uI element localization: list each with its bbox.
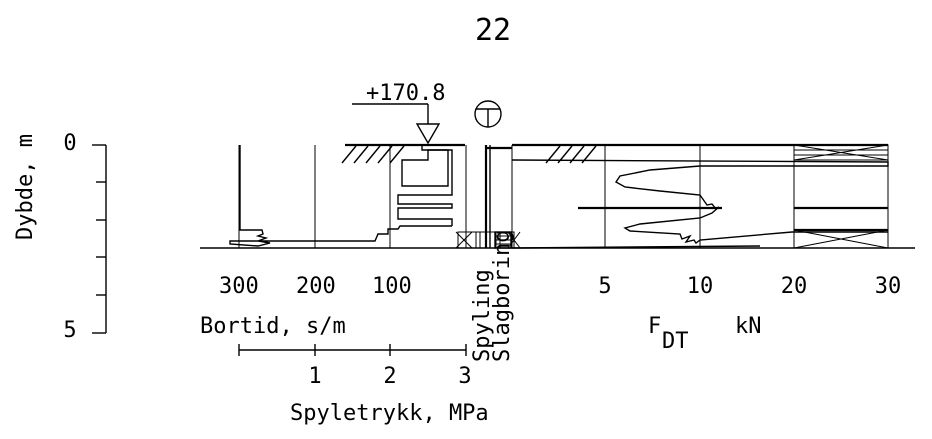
depth-tick-0: 0 [63, 131, 76, 156]
force-symbol: F [648, 314, 661, 339]
bortid-axis: 300 200 100 Bortid, s/m [200, 274, 412, 339]
bortid-tick-100: 100 [372, 274, 412, 299]
bortid-tick-300: 300 [219, 274, 259, 299]
force-tick-10: 10 [687, 274, 714, 299]
spyletrykk-tick-3: 3 [458, 364, 471, 389]
force-tick-30: 30 [875, 274, 902, 299]
sheet-number: 22 [475, 13, 511, 48]
slagboring-label: Slagboring [490, 230, 515, 362]
force-subscript: DT [662, 329, 689, 354]
spyletrykk-axis: 1 2 3 Spyletrykk, MPa [238, 344, 489, 426]
spyletrykk-tick-1: 1 [308, 364, 321, 389]
elevation-marker: +170.8 [352, 81, 445, 145]
spyletrykk-tick-2: 2 [383, 364, 396, 389]
force-baseline [511, 245, 761, 249]
depth-axis: Dybde, m 0 5 [13, 131, 107, 343]
borehole-symbol-icon [474, 100, 502, 128]
force-tick-20: 20 [781, 274, 808, 299]
force-axis: 5 10 20 30 F DT kN [598, 274, 901, 354]
spyletrykk-profile [397, 145, 453, 226]
bortid-curve [229, 145, 452, 247]
force-grid [604, 144, 889, 249]
spyletrykk-axis-label: Spyletrykk, MPa [290, 401, 489, 426]
force-tick-5: 5 [598, 274, 611, 299]
drilling-method-column: Spyling Slagboring [455, 145, 521, 362]
force-fdt-curve [511, 159, 889, 245]
depth-tick-5: 5 [63, 318, 76, 343]
depth-axis-label: Dybde, m [13, 134, 38, 240]
bortid-axis-label: Bortid, s/m [200, 314, 346, 339]
force-unit: kN [735, 314, 762, 339]
elevation-label: +170.8 [366, 81, 445, 106]
bortid-tick-200: 200 [296, 274, 336, 299]
spyling-label: Spyling [470, 269, 495, 362]
